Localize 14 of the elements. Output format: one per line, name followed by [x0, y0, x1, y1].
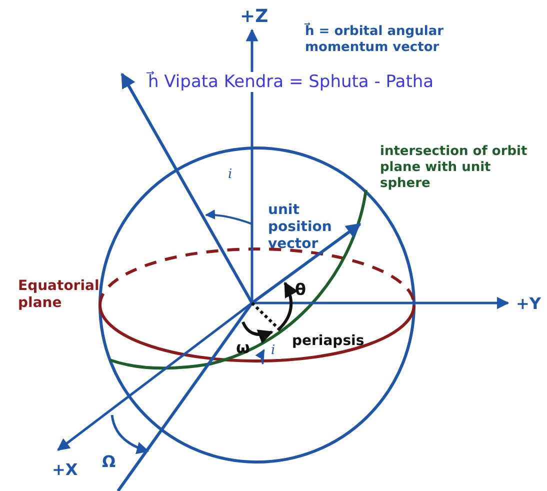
point-label: periapsis: [292, 333, 366, 350]
angle-label: i: [228, 167, 234, 183]
angle-label: ω: [236, 338, 251, 357]
vector-label: unit position vector: [268, 202, 333, 253]
angle-label: θ: [295, 280, 307, 299]
axis-label: +X: [52, 460, 79, 479]
angle-label: Ω: [102, 452, 117, 471]
axis-label: +Z: [240, 6, 270, 27]
curve-label: intersection of orbit plane with unit sphere: [380, 144, 528, 192]
angle-label: i: [271, 343, 281, 359]
formula-label: h⃗ Vipata Kendra = Sphuta - Patha: [148, 72, 434, 92]
legend-note: h⃗ = orbital angular momentum vector: [305, 24, 444, 56]
plane-label: Equatorial plane: [18, 278, 100, 312]
axis-label: +Y: [516, 294, 542, 313]
